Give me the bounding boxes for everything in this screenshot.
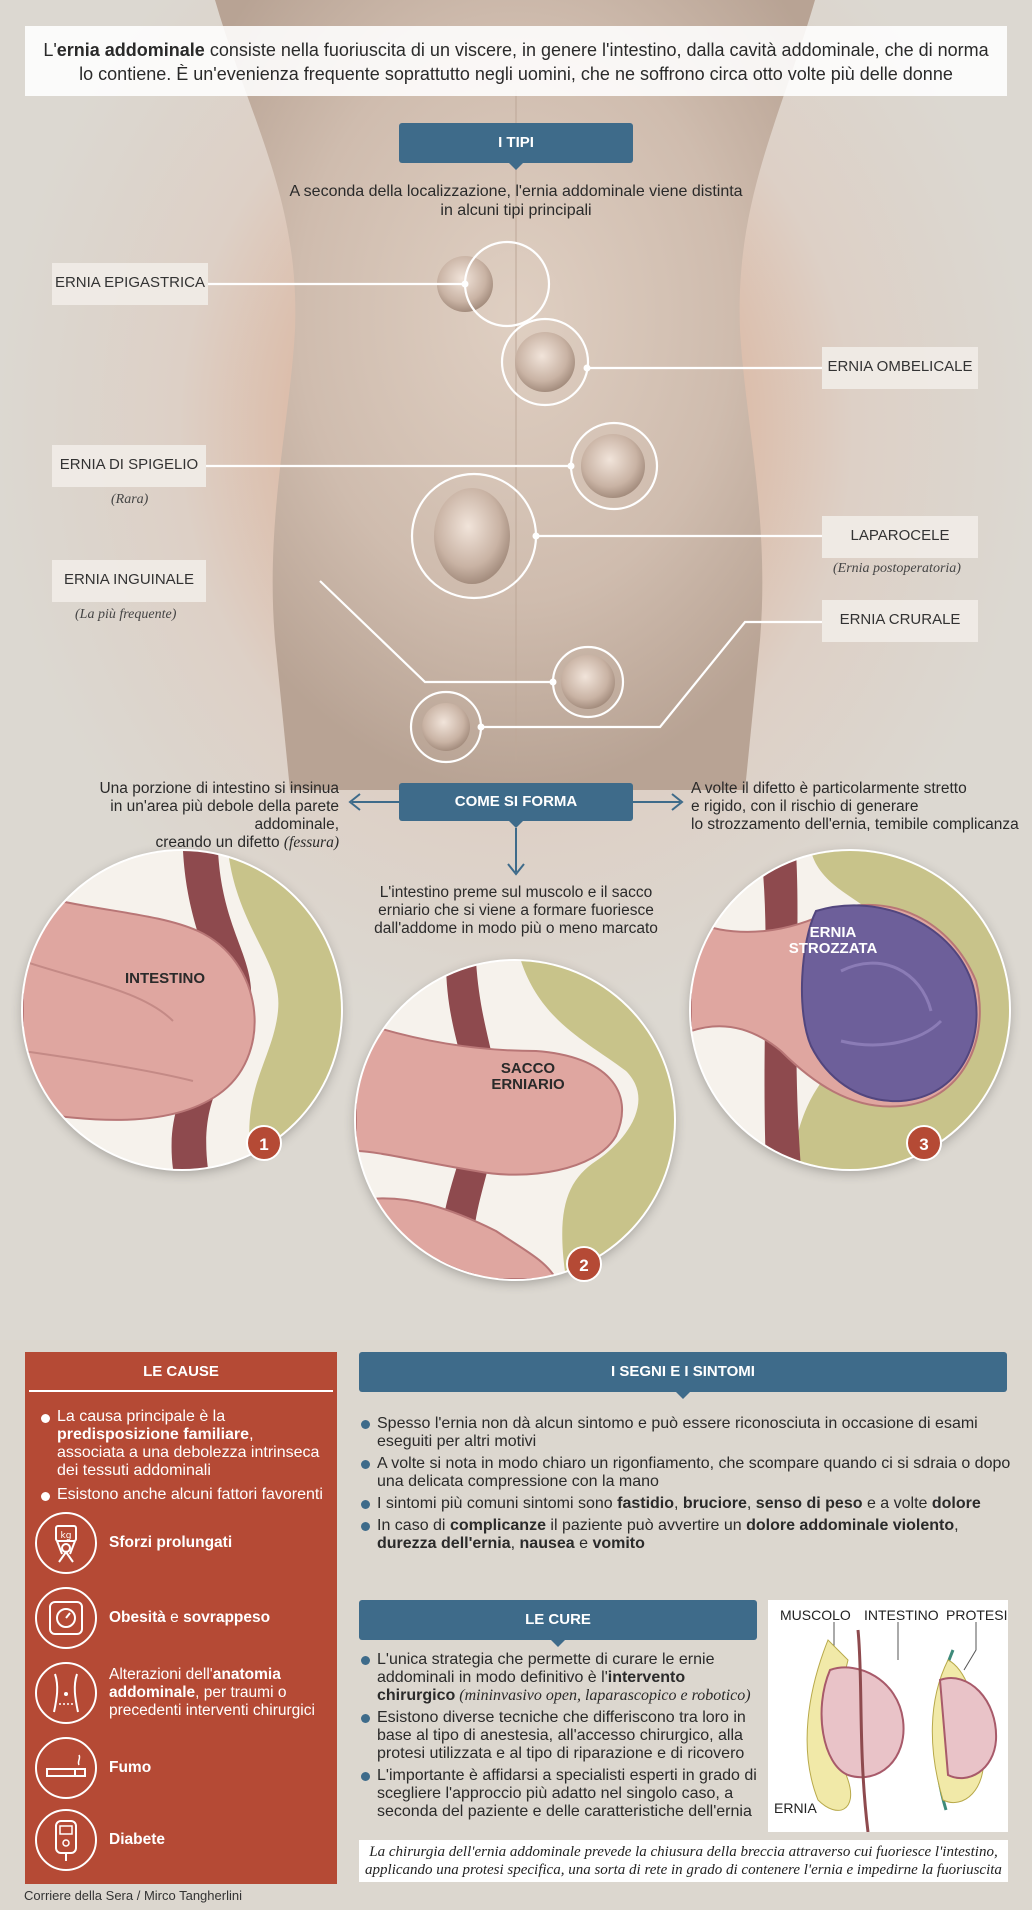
label-ernia-crurale: ERNIA CRURALE bbox=[822, 600, 978, 642]
tipi-header: I TIPI bbox=[399, 123, 633, 170]
cause-list: La causa principale è la predisposizione… bbox=[25, 1392, 337, 1504]
note-inguinale: (La più frequente) bbox=[75, 607, 177, 622]
factor-diabete-text: Diabete bbox=[109, 1831, 165, 1848]
label-laparocele: LAPAROCELE bbox=[822, 516, 978, 558]
abdomen-icon bbox=[35, 1662, 97, 1724]
factor-anatomia-text: Alterazioni dell'anatomia addominale, pe… bbox=[109, 1666, 315, 1719]
diagram-label-protesi: PROTESI bbox=[946, 1607, 1008, 1623]
factor-obesita-text: Obesità e sovrappeso bbox=[109, 1609, 271, 1626]
torso-illustration bbox=[215, 0, 815, 790]
cure-item: L'unica strategia che permette di curare… bbox=[359, 1651, 759, 1705]
cause-item: Esistono anche alcuni fattori favorenti bbox=[39, 1486, 323, 1504]
factor-anatomia: Alterazioni dell'anatomia addominale, pe… bbox=[35, 1662, 335, 1728]
segni-item: A volte si nota in modo chiaro un rigonf… bbox=[359, 1455, 1019, 1491]
factor-fumo-text: Fumo bbox=[109, 1759, 152, 1776]
forma-right-text: A volte il difetto è particolarmente str… bbox=[691, 780, 1019, 833]
diagram-label-ernia: ERNIA bbox=[774, 1800, 817, 1816]
factor-sforzi: kg Sforzi prolungati bbox=[35, 1512, 335, 1578]
factor-obesita: Obesità e sovrappeso bbox=[35, 1587, 335, 1653]
label-ernia-inguinale: ERNIA INGUINALE bbox=[52, 560, 206, 602]
note-laparocele: (Ernia postoperatoria) bbox=[833, 561, 961, 576]
step3-illustration: ERNIA STROZZATA bbox=[691, 851, 1009, 1169]
forma-left-text: Una porzione di intestino si insinua in … bbox=[99, 780, 339, 851]
step3-label: ERNIA STROZZATA bbox=[788, 924, 878, 957]
glucose-meter-icon bbox=[35, 1809, 97, 1871]
intro-text: L'ernia addominale consiste nella fuoriu… bbox=[25, 26, 1007, 96]
factor-diabete: Diabete bbox=[35, 1809, 335, 1875]
surgery-diagram: MUSCOLO INTESTINO PROTESI ERNIA bbox=[768, 1600, 1008, 1832]
cause-header: LE CAUSE bbox=[29, 1352, 333, 1392]
step2-label: SACCO ERNIARIO bbox=[491, 1060, 565, 1093]
step2-illustration: SACCO ERNIARIO bbox=[356, 961, 674, 1279]
factor-sforzi-text: Sforzi prolungati bbox=[109, 1534, 233, 1551]
tipi-description: A seconda della localizzazione, l'ernia … bbox=[289, 183, 743, 219]
step1-illustration: INTESTINO bbox=[23, 851, 341, 1169]
cure-list: L'unica strategia che permette di curare… bbox=[359, 1651, 759, 1825]
forma-header: COME SI FORMA bbox=[399, 783, 633, 828]
segni-item: In caso di complicanze il paziente può a… bbox=[359, 1517, 1019, 1553]
label-ernia-epigastrica: ERNIA EPIGASTRICA bbox=[52, 263, 208, 305]
scale-icon bbox=[35, 1587, 97, 1649]
step1-label: INTESTINO bbox=[124, 970, 205, 987]
cure-header: LE CURE bbox=[359, 1600, 757, 1647]
weight-lifting-icon: kg bbox=[35, 1512, 97, 1574]
cause-item: La causa principale è la predisposizione… bbox=[39, 1408, 323, 1480]
step2-number-badge: 2 bbox=[566, 1246, 602, 1282]
diagram-label-intestino: INTESTINO bbox=[864, 1607, 939, 1623]
cure-item: L'importante è affidarsi a specialisti e… bbox=[359, 1767, 759, 1821]
connector-lines bbox=[206, 240, 822, 764]
segni-item: Spesso l'ernia non dà alcun sintomo e pu… bbox=[359, 1415, 1019, 1451]
surgery-footnote: La chirurgia dell'ernia addominale preve… bbox=[359, 1840, 1008, 1882]
segni-item: I sintomi più comuni sintomi sono fastid… bbox=[359, 1495, 1019, 1513]
step3-number-badge: 3 bbox=[906, 1125, 942, 1161]
credits: Corriere della Sera / Mirco Tangherlini bbox=[24, 1888, 242, 1903]
segni-list: Spesso l'ernia non dà alcun sintomo e pu… bbox=[359, 1415, 1019, 1557]
note-spigelio: (Rara) bbox=[111, 492, 149, 507]
cure-item: Esistono diverse tecniche che differisco… bbox=[359, 1709, 759, 1763]
svg-text:kg: kg bbox=[61, 1531, 72, 1541]
forma-center-text: L'intestino preme sul muscolo e il sacco… bbox=[374, 884, 658, 937]
segni-header: I SEGNI E I SINTOMI bbox=[359, 1352, 1007, 1399]
diagram-label-muscolo: MUSCOLO bbox=[780, 1607, 851, 1623]
cigarette-icon bbox=[35, 1737, 97, 1799]
label-ernia-ombelicale: ERNIA OMBELICALE bbox=[822, 347, 978, 389]
cause-panel: LE CAUSE La causa principale è la predis… bbox=[25, 1352, 337, 1884]
label-ernia-spigelio: ERNIA DI SPIGELIO bbox=[52, 445, 206, 487]
step1-number-badge: 1 bbox=[246, 1125, 282, 1161]
forma-arrows bbox=[348, 793, 684, 876]
factor-fumo: Fumo bbox=[35, 1737, 335, 1803]
